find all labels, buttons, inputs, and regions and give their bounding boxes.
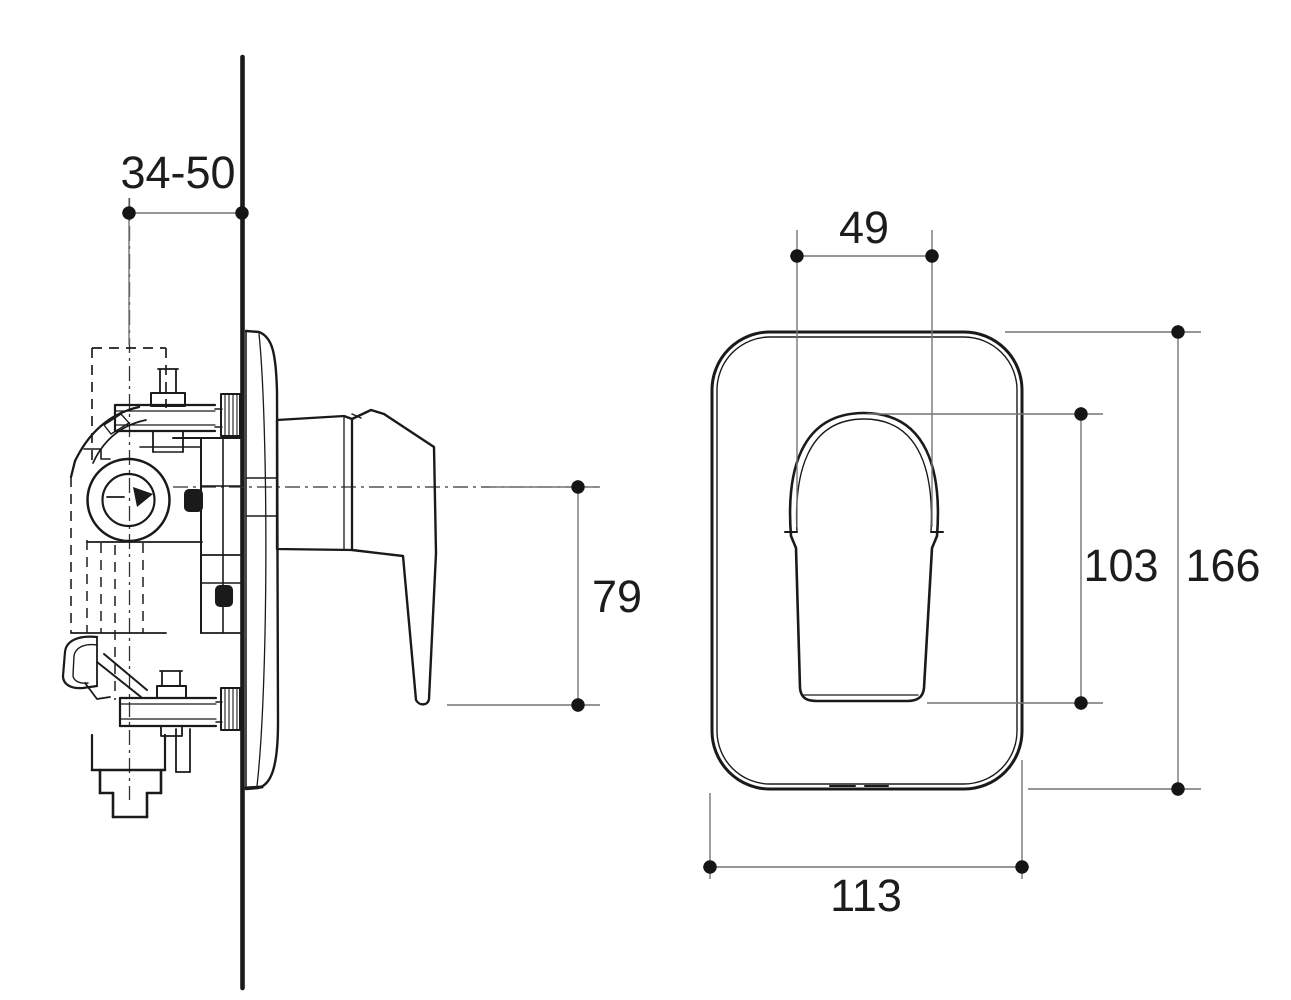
side-view: 34-50 79: [61, 54, 642, 991]
lower-fixing-bolt: [118, 670, 223, 737]
top-supply-pipe: [113, 368, 223, 453]
dimension-label-handle-drop: 79: [592, 571, 642, 622]
front-view: 49 103 166 113: [703, 202, 1261, 921]
hidden-edge-dashes: [86, 540, 144, 700]
dimension-label-wall-depth: 34-50: [120, 147, 235, 198]
left-stub-fitting: [61, 635, 99, 690]
dimension-label-handle-height: 103: [1083, 540, 1158, 591]
bottom-outlet: [90, 728, 191, 819]
threaded-wall-stub-bottom: [220, 687, 241, 731]
inlet-port-circle: [86, 457, 171, 543]
dimension-label-plate-width: 113: [830, 870, 902, 921]
valve-body: [61, 347, 241, 819]
dimension-label-handle-width: 49: [839, 202, 889, 253]
trim-plate-side: [244, 329, 280, 791]
dimension-plate-height: 166: [1005, 325, 1261, 796]
dimension-plate-width: 113: [703, 760, 1029, 921]
threaded-wall-stub-top: [220, 393, 241, 437]
trim-plate-front: [710, 330, 1024, 791]
dimension-label-plate-height: 166: [1185, 540, 1260, 591]
cartridge-block: [139, 437, 241, 634]
fixing-screw-mid: [184, 489, 203, 512]
dimension-handle-width: 49: [790, 202, 939, 527]
centerlines: [128, 198, 598, 800]
fixing-screw-low: [215, 585, 233, 607]
dimension-handle-height: 103: [867, 407, 1159, 710]
dimension-handle-drop: 79: [447, 480, 642, 712]
lever-handle-front: [784, 411, 944, 703]
lever-handle-side: [275, 408, 438, 706]
dimension-wall-depth: 34-50: [120, 147, 249, 345]
